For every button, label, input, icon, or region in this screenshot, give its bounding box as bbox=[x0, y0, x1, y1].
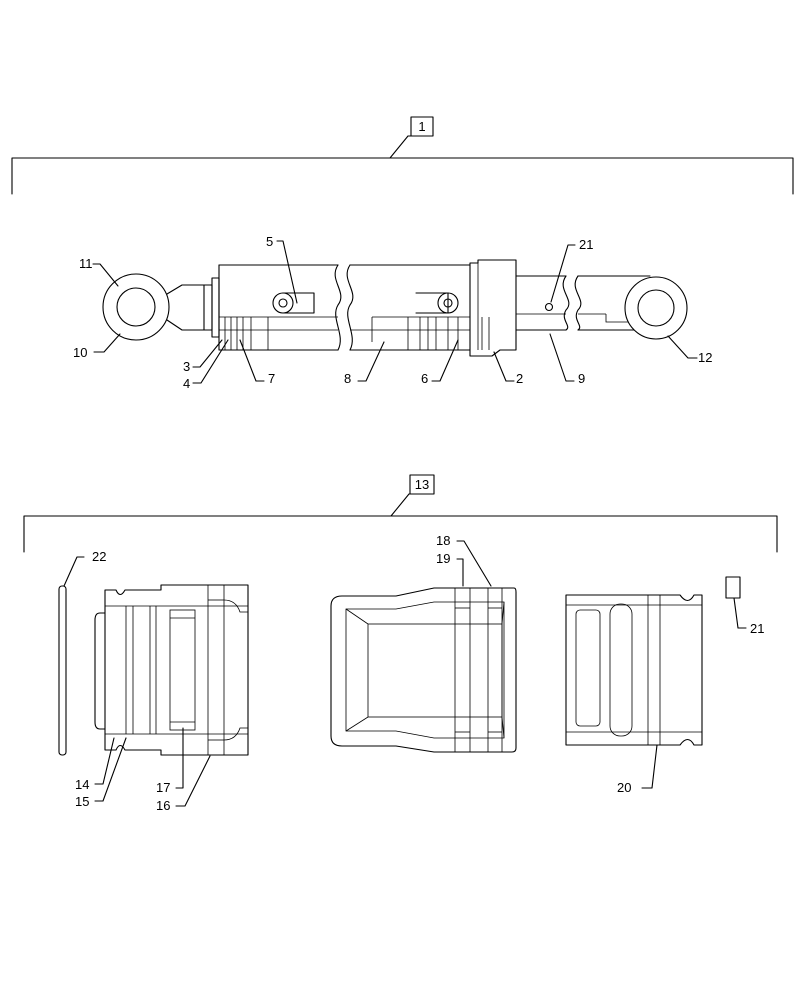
callout-9: 9 bbox=[578, 371, 585, 386]
callout-1: 1 bbox=[418, 119, 425, 134]
callout-5: 5 bbox=[266, 234, 273, 249]
assembly-1-bracket: 1 bbox=[11, 116, 794, 195]
leaders-group-1: 11 10 5 3 4 7 8 6 2 9 21 12 bbox=[73, 234, 712, 391]
leaders-gland: 14 15 17 16 bbox=[75, 727, 211, 813]
callout-15: 15 bbox=[75, 794, 89, 809]
callout-18: 18 bbox=[436, 533, 450, 548]
part-22-ring: 22 bbox=[58, 549, 106, 756]
callout-13: 13 bbox=[415, 477, 429, 492]
callout-4: 4 bbox=[183, 376, 190, 391]
callout-10: 10 bbox=[73, 345, 87, 360]
callout-22: 22 bbox=[92, 549, 106, 564]
base-eye-outer bbox=[624, 276, 688, 340]
part-21-fitting: 21 bbox=[725, 576, 764, 636]
callout-21-bottom: 21 bbox=[750, 621, 764, 636]
callout-3: 3 bbox=[183, 359, 190, 374]
callout-2: 2 bbox=[516, 371, 523, 386]
piston-part bbox=[330, 587, 517, 753]
callout-14: 14 bbox=[75, 777, 89, 792]
callout-box-13 bbox=[409, 474, 435, 495]
callout-16: 16 bbox=[156, 798, 170, 813]
callout-21-top: 21 bbox=[579, 237, 593, 252]
base-eye-bore bbox=[637, 289, 675, 327]
leaders-piston: 18 19 bbox=[436, 533, 492, 587]
callout-8: 8 bbox=[344, 371, 351, 386]
callout-12: 12 bbox=[698, 350, 712, 365]
part-20-bushing: 20 bbox=[565, 594, 703, 795]
grease-fitting bbox=[544, 302, 554, 312]
assembly-13-bracket: 13 bbox=[23, 474, 778, 553]
callout-11: 11 bbox=[79, 256, 93, 271]
callout-17: 17 bbox=[156, 780, 170, 795]
cylinder-assembly bbox=[102, 259, 688, 357]
rod-eye-bore bbox=[116, 287, 156, 327]
callout-box-1 bbox=[410, 116, 434, 137]
gland-assembly bbox=[94, 584, 249, 756]
rod-eye-outer bbox=[102, 273, 170, 341]
callout-19: 19 bbox=[436, 551, 450, 566]
callout-6: 6 bbox=[421, 371, 428, 386]
callout-20: 20 bbox=[617, 780, 631, 795]
callout-7: 7 bbox=[268, 371, 275, 386]
